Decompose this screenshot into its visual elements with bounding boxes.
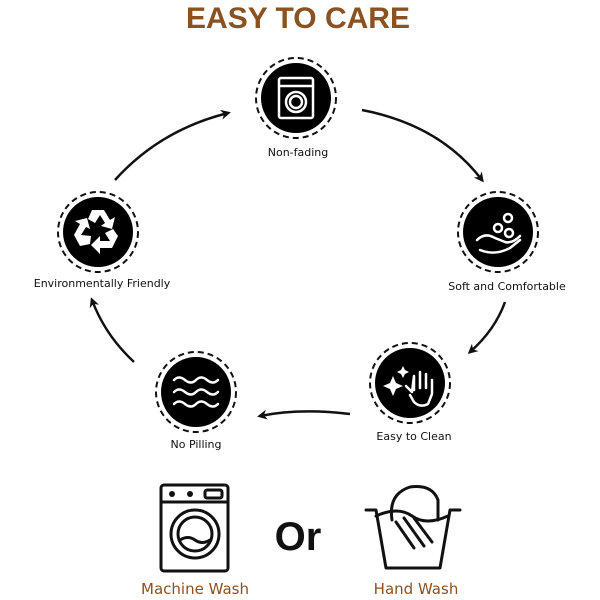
washing-machine-icon xyxy=(277,76,315,120)
hand-wash-label: Hand Wash xyxy=(374,580,459,598)
washing-machine-icon xyxy=(159,483,230,573)
cycle-arrow xyxy=(257,409,351,420)
feature-non-fading: Non-fading xyxy=(255,57,337,159)
hand-wash: Hand Wash xyxy=(364,485,462,598)
cycle-arrow xyxy=(114,109,231,181)
hand-wash-basin-icon xyxy=(364,485,462,570)
waves-icon xyxy=(172,376,220,408)
cycle-arrow xyxy=(467,301,507,354)
feature-label: Soft and Comfortable xyxy=(448,280,566,293)
feature-no-pilling: No Pilling xyxy=(155,351,237,451)
or-label: Or xyxy=(275,515,322,559)
cycle-arrow xyxy=(89,297,135,363)
feature-label: No Pilling xyxy=(170,438,221,451)
sparkle-hand-icon xyxy=(383,366,434,407)
feature-soft-and-comfortable: Soft and Comfortable xyxy=(448,191,566,293)
page-title: EASY TO CARE xyxy=(186,2,410,35)
feature-easy-to-clean: Easy to Clean xyxy=(369,342,452,443)
recycle-icon xyxy=(74,210,118,254)
feature-label: Non-fading xyxy=(268,146,329,159)
cycle-arrow xyxy=(361,108,484,183)
machine-wash-label: Machine Wash xyxy=(141,580,249,598)
hand-bubbles-icon xyxy=(475,212,522,254)
feature-label: Easy to Clean xyxy=(376,430,451,443)
feature-label: Environmentally Friendly xyxy=(34,277,171,290)
feature-environmentally-friendly: Environmentally Friendly xyxy=(34,191,171,290)
machine-wash: Machine Wash xyxy=(141,483,249,598)
